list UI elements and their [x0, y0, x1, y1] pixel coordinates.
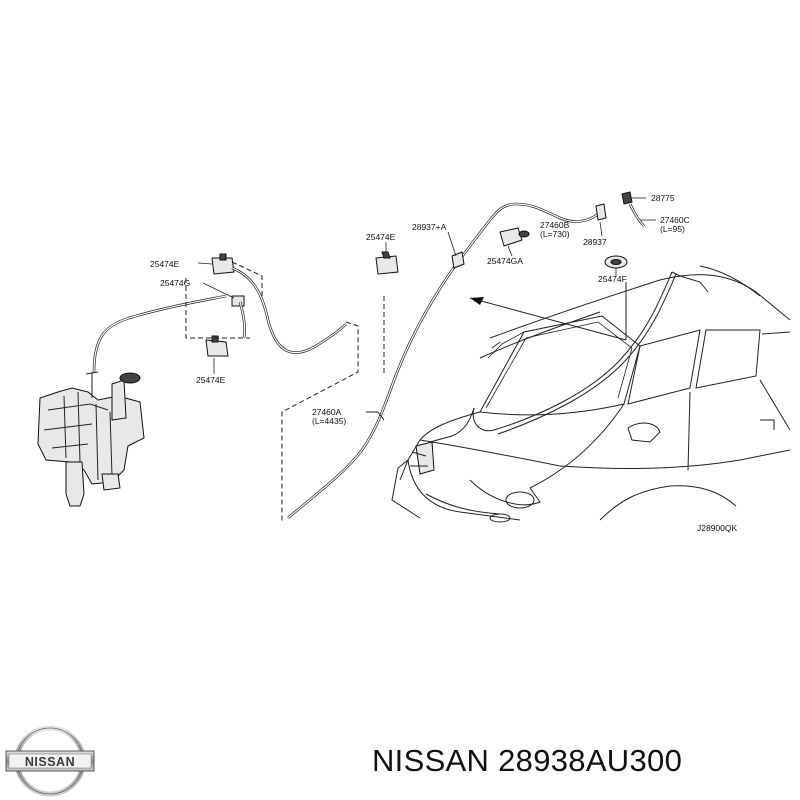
label-27460C-length: (L=95) [660, 224, 685, 234]
hose-27460B [499, 191, 656, 276]
label-27460B-length: (L=730) [540, 229, 570, 239]
car-outline [391, 274, 791, 523]
label-27460A: 27460A [312, 407, 342, 417]
label-27460B: 27460B [540, 220, 570, 230]
label-25474E-mid: 25474E [366, 232, 396, 242]
logo-wordmark: NISSAN [25, 755, 75, 769]
product-title: NISSAN 28938AU300 [372, 743, 683, 778]
label-27460C: 27460C [660, 215, 690, 225]
hose-left-right [231, 266, 359, 522]
left-fittings [185, 253, 263, 374]
nissan-logo: NISSAN [5, 725, 95, 797]
clip-25474F [375, 242, 399, 376]
label-25474F: 25474F [598, 274, 627, 284]
label-25474GA: 25474GA [487, 256, 523, 266]
hose-car [429, 271, 709, 443]
label-27460A-length: (L=4435) [312, 416, 346, 426]
hose-tank-left [92, 294, 227, 373]
label-diagram-code: J28900QK [697, 523, 737, 533]
label-28937: 28937 [583, 237, 607, 247]
label-25474G: 25474G [160, 278, 190, 288]
label-25474E-left: 25474E [150, 259, 180, 269]
leader-arrows [469, 265, 761, 341]
part-labels: 28775 27460C (L=95) 28937+A 27460B (L=73… [150, 193, 737, 533]
label-28937A: 28937+A [412, 222, 447, 232]
washer-tank [37, 371, 145, 507]
hose-27460A [287, 202, 517, 519]
label-28775: 28775 [651, 193, 675, 203]
label-25474E-low: 25474E [196, 375, 226, 385]
